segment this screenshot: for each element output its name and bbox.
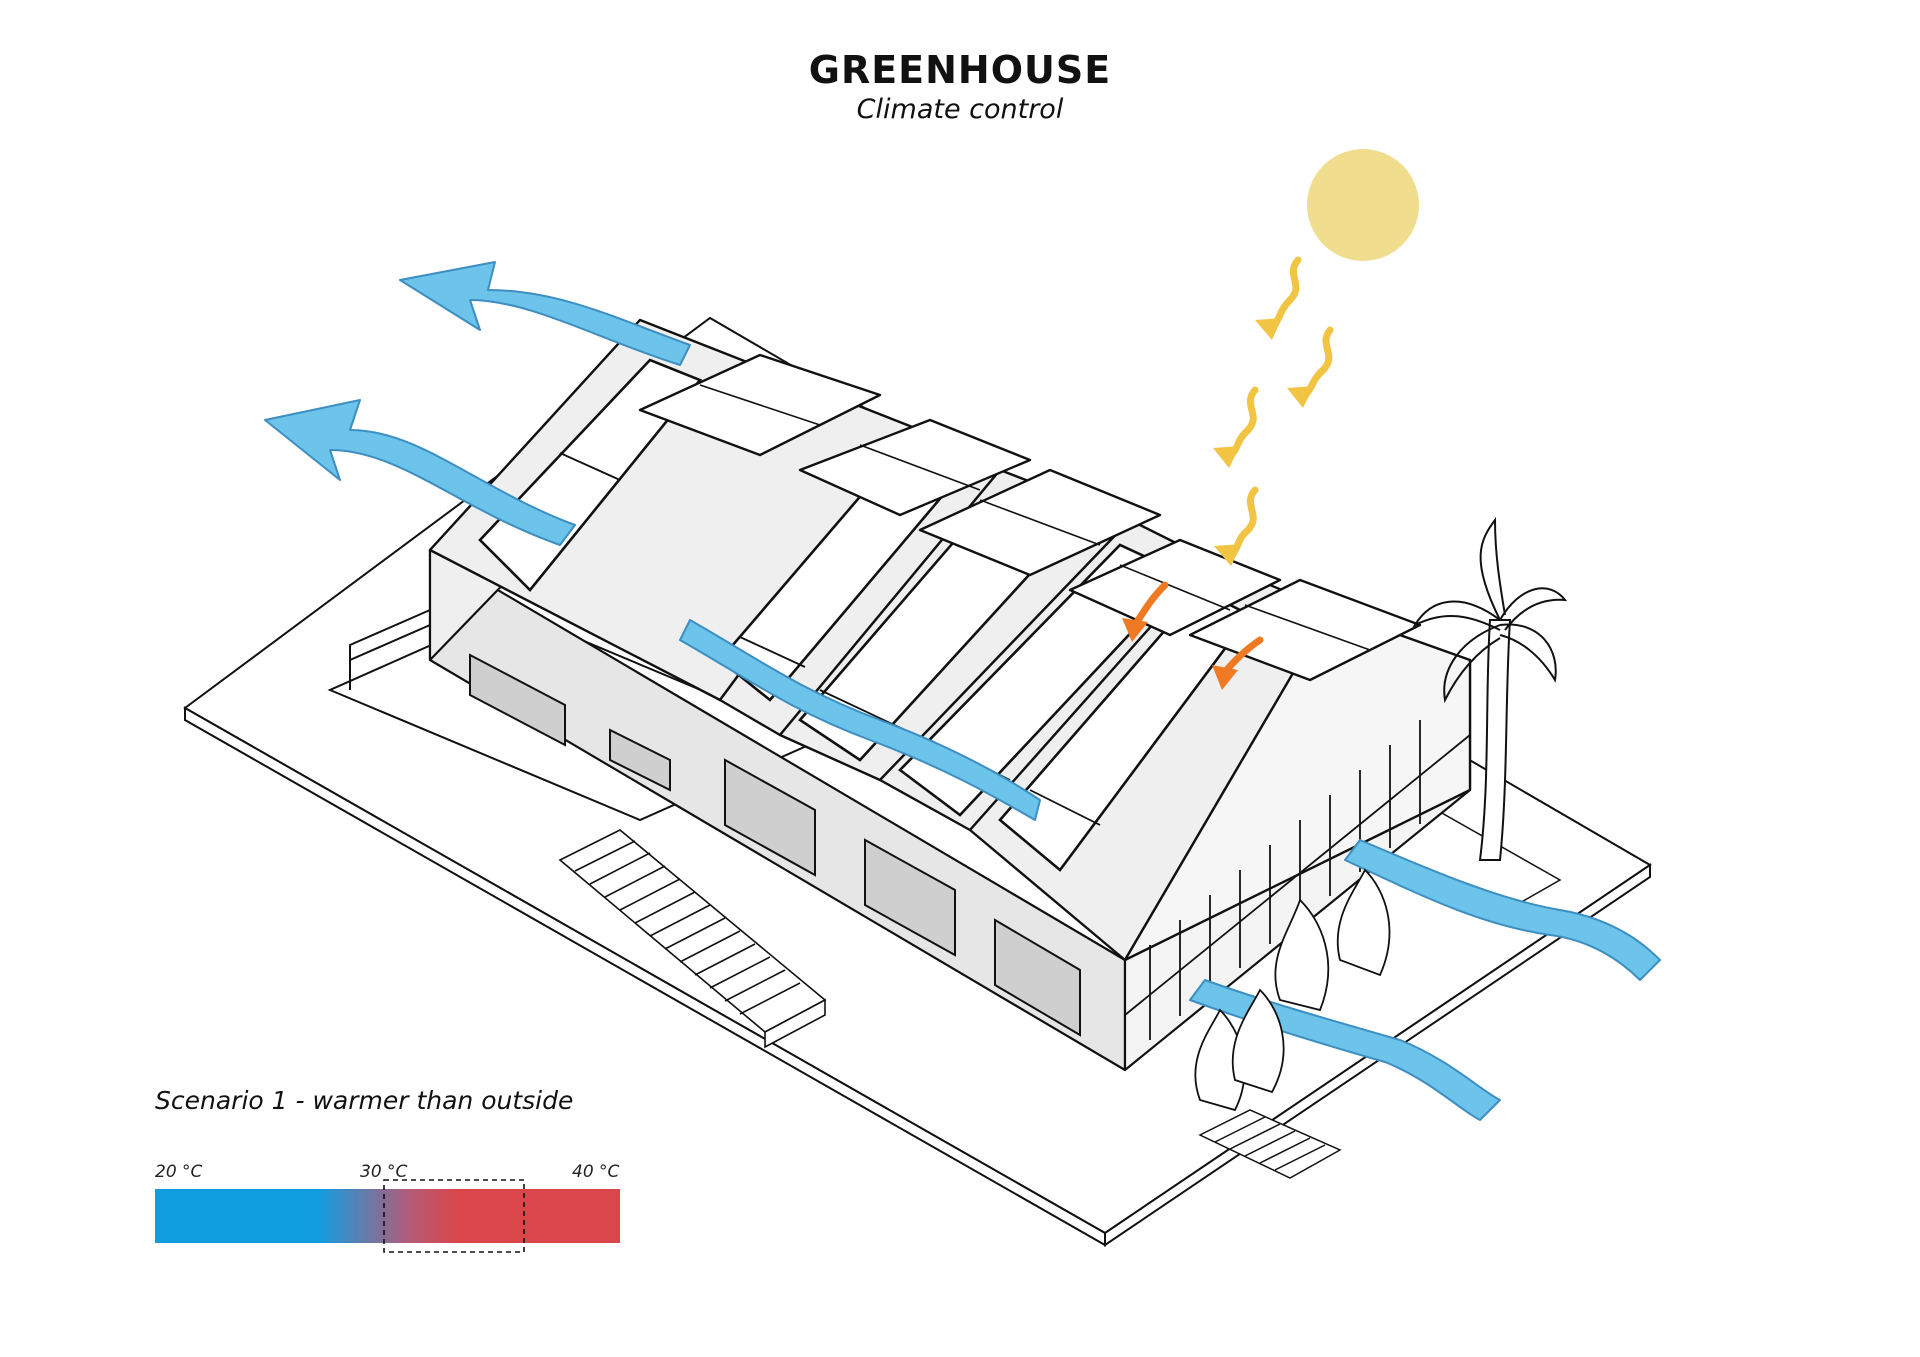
- palm-tree-icon: [1412, 516, 1568, 861]
- page-subtitle: Climate control: [856, 94, 1064, 125]
- staircase: [558, 829, 827, 1049]
- scale-tick-40: 40 °C: [572, 1162, 620, 1182]
- airflow-arrow-icon: [264, 261, 1661, 1121]
- scale-tick-20: 20 °C: [155, 1162, 203, 1182]
- sun-icon: [1307, 149, 1419, 261]
- shrub-icon: [1194, 868, 1391, 1112]
- lantern-frames: [699, 384, 1371, 651]
- temperature-highlight-box: [383, 1179, 525, 1253]
- page-title: GREENHOUSE: [808, 48, 1112, 92]
- scale-tick-30: 30 °C: [360, 1162, 408, 1182]
- temperature-scale-bar: [155, 1189, 620, 1243]
- scenario-label: Scenario 1 - warmer than outside: [155, 1086, 574, 1115]
- heat-arrow-icon: [1122, 581, 1264, 690]
- wall-windows: [469, 653, 1081, 1037]
- rear-staircase: [1198, 1109, 1342, 1179]
- sun-ray-icon: [1213, 256, 1334, 566]
